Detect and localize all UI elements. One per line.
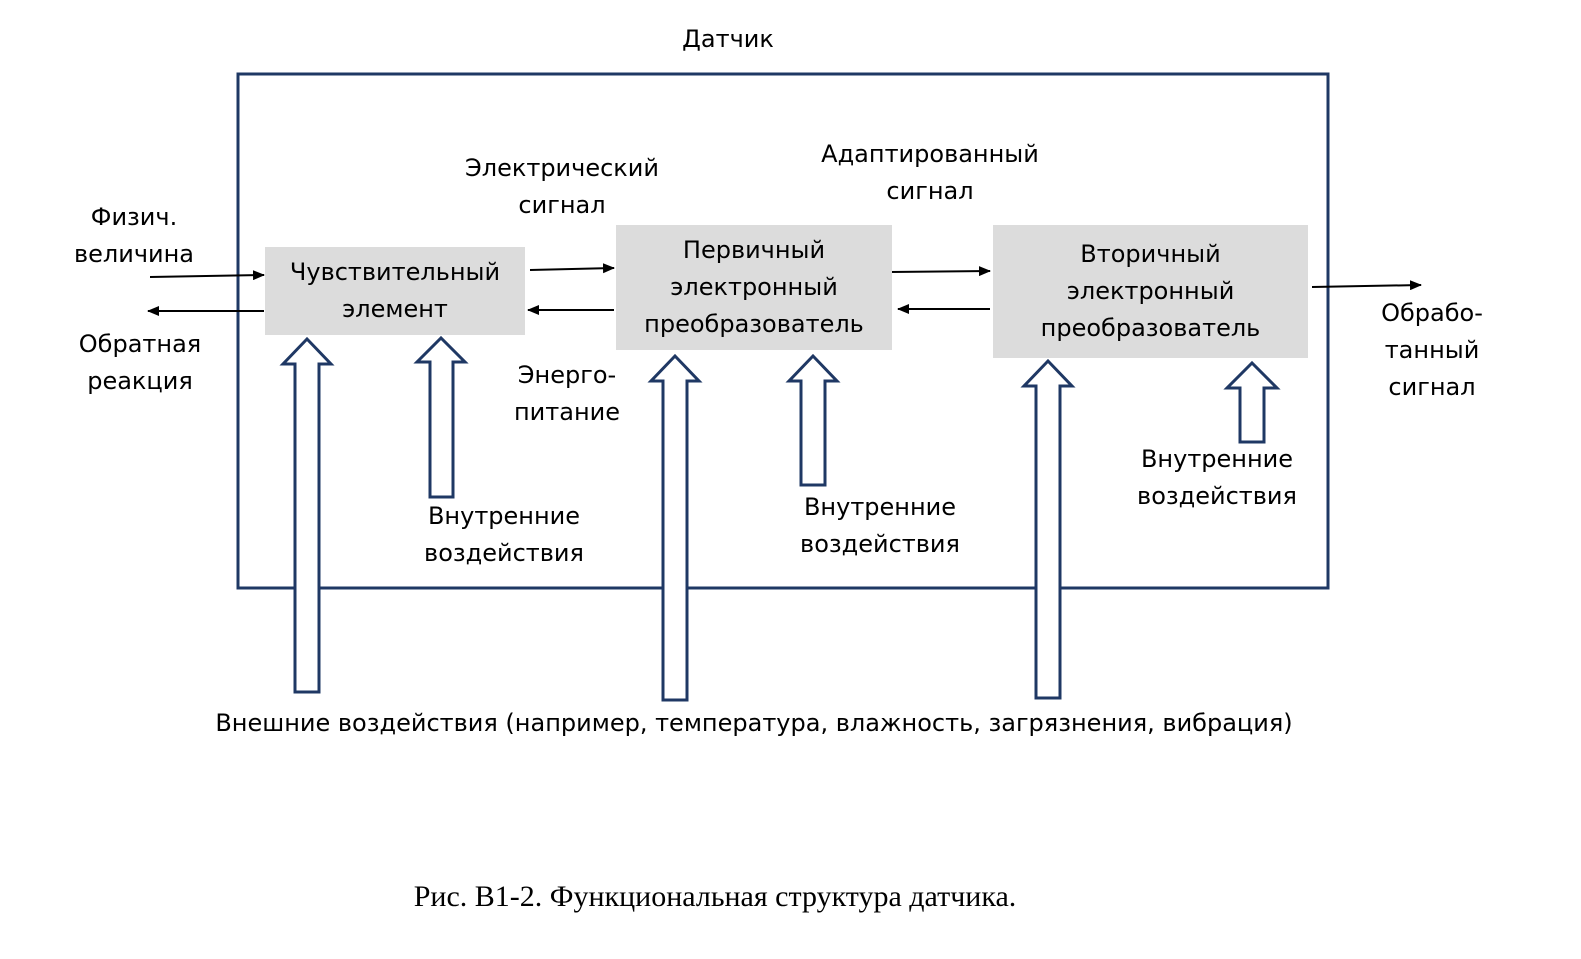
internal-influence-arrow-2 xyxy=(785,353,841,487)
internal-influence-arrow-3 xyxy=(1223,360,1281,444)
label-internal-influences-2: Внутренние воздействия xyxy=(800,493,960,558)
label-processed-signal: Обрабо- танный сигнал xyxy=(1381,299,1483,401)
secondary-converter-block: Вторичный электронный преобразователь xyxy=(993,225,1308,358)
internal-influence-arrow-1 xyxy=(413,335,469,499)
label-energy-supply: Энерго- питание xyxy=(513,361,621,426)
label-external-influences: Внешние воздействия (например, температу… xyxy=(215,709,1293,737)
sensing-element-block: Чувствительный элемент xyxy=(265,247,525,335)
label-feedback: Обратная реакция xyxy=(78,330,202,395)
external-influence-arrow-1 xyxy=(279,336,335,694)
external-influence-arrow-2 xyxy=(647,353,703,702)
label-electrical-signal: Электрический сигнал xyxy=(464,154,659,219)
sensor-frame xyxy=(236,72,1330,590)
label-internal-influences-3: Внутренние воздействия xyxy=(1137,445,1297,510)
arrow-electrical-signal xyxy=(529,263,615,274)
primary-converter-block: Первичный электронный преобразователь xyxy=(616,225,892,350)
label-physical-quantity: Физич. величина xyxy=(73,203,195,268)
figure-caption: Рис. В1-2. Функциональная структура датч… xyxy=(413,880,1017,913)
label-internal-influences-1: Внутренние воздействия xyxy=(424,502,584,567)
arrow-physical-input xyxy=(149,270,265,281)
arrow-processed-output xyxy=(1311,280,1422,291)
diagram-title: Датчик xyxy=(682,25,774,53)
label-adapted-signal: Адаптированный сигнал xyxy=(821,140,1039,205)
external-influence-arrow-3 xyxy=(1020,358,1076,700)
arrow-adapted-signal xyxy=(889,266,991,277)
